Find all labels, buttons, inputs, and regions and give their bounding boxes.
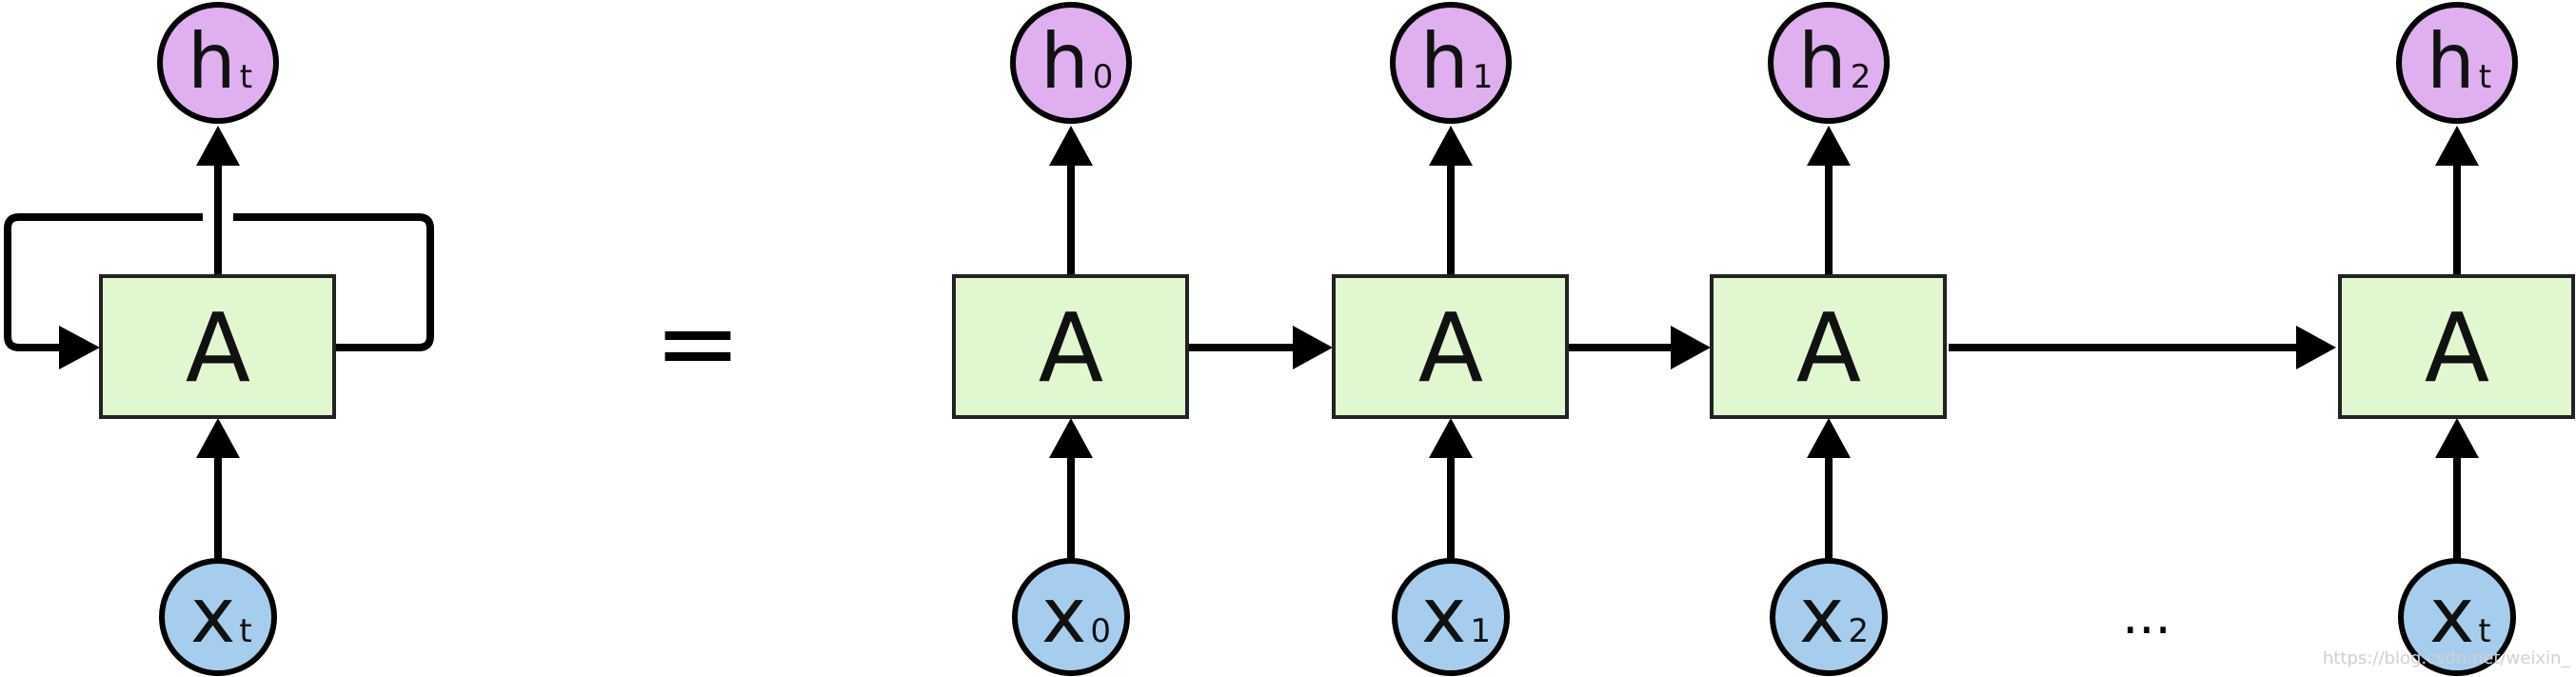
output-node [1010, 2, 1132, 124]
output-node [2396, 2, 2518, 124]
input-arrowhead [196, 418, 240, 458]
input-node [1392, 558, 1510, 676]
output-var: h [1420, 17, 1469, 106]
output-subscript: t [240, 58, 252, 96]
input-subscript: 2 [1848, 612, 1869, 650]
output-arrowhead [2435, 126, 2479, 166]
cell-box [1710, 274, 1947, 419]
input-var: x [1041, 571, 1086, 660]
output-node [1390, 2, 1512, 124]
input-var: x [2429, 571, 2474, 660]
input-node [2398, 558, 2516, 676]
input-subscript: t [239, 612, 251, 650]
watermark: https://blog.csdn.net/weixin_ [2323, 648, 2570, 668]
input-arrowhead [1049, 418, 1093, 458]
input-var: x [1421, 571, 1466, 660]
input-node [159, 558, 277, 676]
input-var: x [190, 571, 235, 660]
output-var: h [2427, 17, 2475, 106]
hidden-state-arrowhead [1671, 326, 1711, 369]
cell-label: A [1039, 292, 1103, 404]
output-arrowhead [1429, 126, 1473, 166]
output-subscript: 0 [1093, 58, 1114, 96]
output-node [157, 2, 279, 124]
equals-sign: = [654, 282, 742, 404]
input-subscript: 1 [1470, 612, 1491, 650]
output-subscript: 1 [1473, 58, 1494, 96]
hidden-state-arrowhead [1293, 326, 1333, 369]
input-arrowhead [1429, 418, 1473, 458]
output-subscript: 2 [1851, 58, 1872, 96]
input-arrowhead [1807, 418, 1851, 458]
cell-label: A [2425, 292, 2489, 404]
input-node [1012, 558, 1130, 676]
cell-box [2338, 274, 2575, 419]
output-arrowhead [1807, 126, 1851, 166]
recurrent-loop-line [233, 213, 434, 351]
cell-box [99, 274, 336, 419]
input-node [1770, 558, 1888, 676]
recurrent-loop-arrowhead [59, 326, 100, 369]
cell-label: A [1796, 292, 1861, 404]
output-var: h [1040, 17, 1089, 106]
input-subscript: 0 [1090, 612, 1111, 650]
output-subscript: t [2479, 58, 2491, 96]
output-node [1768, 2, 1890, 124]
output-var: h [1798, 17, 1847, 106]
output-arrowhead [196, 126, 240, 166]
cell-box [1332, 274, 1569, 419]
hidden-state-arrowhead [2296, 326, 2336, 369]
output-arrowhead [1049, 126, 1093, 166]
input-var: x [1799, 571, 1844, 660]
cell-label: A [1418, 292, 1483, 404]
input-arrowhead [2435, 418, 2479, 458]
cell-box [952, 274, 1189, 419]
output-var: h [188, 17, 236, 106]
ellipsis: ... [2122, 586, 2171, 646]
recurrent-loop-line [4, 213, 203, 351]
input-subscript: t [2478, 612, 2490, 650]
cell-label: A [186, 292, 250, 404]
